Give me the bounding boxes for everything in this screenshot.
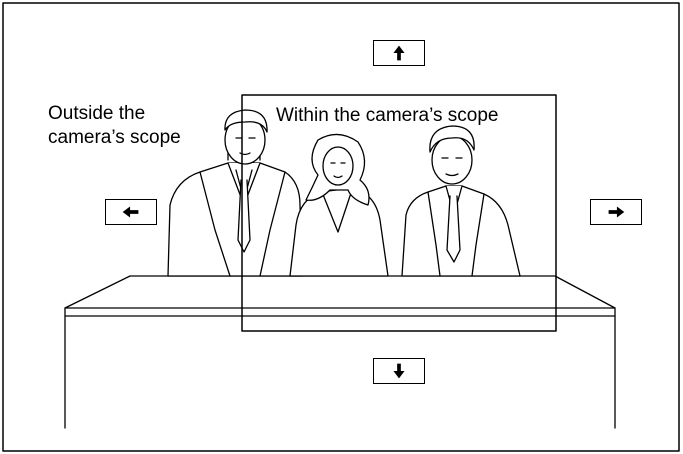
outside-scope-label: Outside the camera’s scope: [48, 102, 181, 150]
arrow-down-icon: [374, 359, 424, 383]
pan-down-button[interactable]: [373, 358, 425, 384]
within-scope-label: Within the camera’s scope: [276, 104, 498, 128]
outside-scope-label-line2: camera’s scope: [48, 126, 181, 150]
pan-right-button[interactable]: [590, 199, 642, 225]
person-middle: [290, 134, 388, 276]
arrow-right-icon: [591, 200, 641, 224]
outside-scope-label-line1: Outside the: [48, 102, 181, 126]
arrow-up-icon: [374, 41, 424, 65]
person-right: [402, 126, 520, 276]
arrow-left-icon: [106, 200, 156, 224]
desk-top: [65, 276, 615, 308]
pan-left-button[interactable]: [105, 199, 157, 225]
pan-up-button[interactable]: [373, 40, 425, 66]
person-left: [168, 110, 302, 276]
